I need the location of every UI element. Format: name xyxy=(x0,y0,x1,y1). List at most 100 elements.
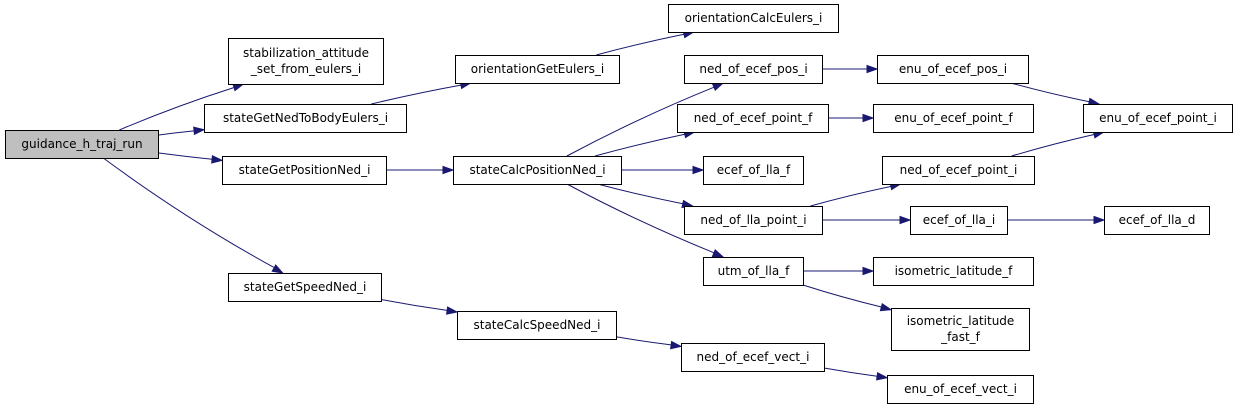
edge-utm-of-lla-f-to-isometric-latitude-f xyxy=(802,266,875,276)
node-label: ned_of_ecef_point_f xyxy=(694,111,813,125)
node-isometric-latitude-fast-f[interactable]: isometric_latitude_fast_f xyxy=(891,308,1030,351)
node-ecef-of-lla-i[interactable]: ecef_of_lla_i xyxy=(910,206,1008,235)
edge-line xyxy=(810,185,892,207)
node-ned-of-lla-point-i[interactable]: ned_of_lla_point_i xyxy=(684,206,823,235)
node-label: ned_of_ecef_vect_i xyxy=(697,350,810,364)
node-box xyxy=(204,104,407,133)
edge-statecalcpositionned-i-to-utm-of-lla-f xyxy=(566,183,725,258)
edge-stategetnedtobodyeulers-i-to-orientationgeteulers-i xyxy=(371,80,473,105)
edge-arrowhead xyxy=(670,340,683,350)
edge-arrowhead xyxy=(876,372,889,381)
node-ned-of-ecef-pos-i[interactable]: ned_of_ecef_pos_i xyxy=(684,55,823,84)
edge-arrowhead xyxy=(711,249,725,258)
node-stabilization-attitude-set-from-eulers-i[interactable]: stabilization_attitude_set_from_eulers_i xyxy=(228,38,384,85)
node-box xyxy=(684,206,823,235)
node-label: stateGetSpeedNed_i xyxy=(244,280,367,294)
node-label: isometric_latitude xyxy=(907,314,1015,328)
node-label: guidance_h_traj_run xyxy=(21,137,142,151)
node-statecalcspeedned-i[interactable]: stateCalcSpeedNed_i xyxy=(457,311,617,340)
node-enu-of-ecef-pos-i[interactable]: enu_of_ecef_pos_i xyxy=(877,55,1029,84)
node-box xyxy=(910,206,1008,235)
node-stategetnedtobodyeulers-i[interactable]: stateGetNedToBodyEulers_i xyxy=(204,104,407,133)
node-enu-of-ecef-vect-i[interactable]: enu_of_ecef_vect_i xyxy=(887,375,1034,404)
node-ned-of-ecef-point-i[interactable]: ned_of_ecef_point_i xyxy=(882,156,1035,185)
edge-line xyxy=(380,299,448,311)
node-box xyxy=(677,104,829,133)
node-box xyxy=(887,375,1034,404)
node-ecef-of-lla-f[interactable]: ecef_of_lla_f xyxy=(703,156,804,185)
node-ned-of-ecef-vect-i[interactable]: ned_of_ecef_vect_i xyxy=(681,343,825,372)
node-box xyxy=(681,343,825,372)
edge-arrowhead xyxy=(899,215,912,225)
edge-arrowhead xyxy=(862,266,875,276)
node-box xyxy=(882,156,1035,185)
node-orientationcalceulers-i[interactable]: orientationCalcEulers_i xyxy=(668,4,839,33)
edge-line xyxy=(597,183,683,205)
node-label: enu_of_ecef_point_f xyxy=(894,111,1013,125)
edge-enu-of-ecef-pos-i-to-enu-of-ecef-point-i xyxy=(1010,82,1101,106)
node-enu-of-ecef-point-i[interactable]: enu_of_ecef_point_i xyxy=(1083,104,1233,133)
node-utm-of-lla-f[interactable]: utm_of_lla_f xyxy=(703,257,804,286)
node-box xyxy=(668,4,839,33)
node-box xyxy=(873,104,1034,133)
node-label: stateCalcSpeedNed_i xyxy=(474,318,601,332)
node-enu-of-ecef-point-f[interactable]: enu_of_ecef_point_f xyxy=(873,104,1034,133)
edge-stategetspeedned-i-to-statecalcspeedned-i xyxy=(380,299,459,315)
edge-line xyxy=(615,336,672,346)
edge-arrowhead xyxy=(193,126,206,136)
edge-line xyxy=(1011,134,1095,157)
edge-guidance-h-traj-run-to-stategetpositionned-i xyxy=(157,152,224,164)
edge-line xyxy=(594,133,685,157)
node-label: _set_from_eulers_i xyxy=(250,62,362,76)
edge-ned-of-ecef-point-i-to-enu-of-ecef-point-i xyxy=(1011,130,1106,157)
edge-statecalcpositionned-i-to-ecef-of-lla-f xyxy=(621,165,705,175)
node-orientationgeteulers-i[interactable]: orientationGetEulers_i xyxy=(455,55,620,84)
edge-arrowhead xyxy=(271,264,284,274)
node-stategetpositionned-i[interactable]: stateGetPositionNed_i xyxy=(222,156,387,185)
edges-layer xyxy=(103,29,1106,381)
node-label: enu_of_ecef_vect_i xyxy=(904,382,1017,396)
edge-line xyxy=(371,84,461,105)
node-stategetspeedned-i[interactable]: stateGetSpeedNed_i xyxy=(228,273,382,302)
node-label: stateCalcPositionNed_i xyxy=(469,163,605,177)
edge-arrowhead xyxy=(446,306,459,315)
edge-line xyxy=(566,86,715,157)
edge-statecalcspeedned-i-to-ned-of-ecef-vect-i xyxy=(615,336,683,350)
node-box xyxy=(1104,206,1210,235)
edge-arrowhead xyxy=(866,64,879,74)
edge-guidance-h-traj-run-to-stategetspeedned-i xyxy=(103,157,284,274)
edge-ned-of-ecef-vect-i-to-enu-of-ecef-vect-i xyxy=(823,367,889,381)
edge-ned-of-lla-point-i-to-ned-of-ecef-point-i xyxy=(810,182,903,207)
edge-guidance-h-traj-run-to-stategetnedtobodyeulers-i xyxy=(157,126,206,136)
node-label: ecef_of_lla_d xyxy=(1119,213,1196,227)
node-box xyxy=(684,55,823,84)
edge-arrowhead xyxy=(711,82,725,91)
edge-statecalcpositionned-i-to-ned-of-ecef-pos-i xyxy=(566,82,725,157)
edge-arrowhead xyxy=(879,302,893,312)
edge-line xyxy=(119,87,235,131)
node-box xyxy=(1083,104,1233,133)
node-label: ned_of_ecef_point_i xyxy=(900,163,1018,177)
edge-line xyxy=(823,367,878,377)
node-label: ecef_of_lla_i xyxy=(923,213,996,227)
node-box xyxy=(873,257,1034,286)
node-label: ned_of_lla_point_i xyxy=(700,213,806,227)
node-isometric-latitude-f[interactable]: isometric_latitude_f xyxy=(873,257,1034,286)
node-box xyxy=(455,55,620,84)
edge-arrowhead xyxy=(1093,215,1106,225)
edge-arrowhead xyxy=(862,113,875,123)
nodes-layer: guidance_h_traj_run stabilization_attitud… xyxy=(5,4,1233,404)
edge-line xyxy=(596,33,685,56)
node-ecef-of-lla-d[interactable]: ecef_of_lla_d xyxy=(1104,206,1210,235)
node-guidance-h-traj-run[interactable]: guidance_h_traj_run xyxy=(5,130,159,159)
edge-arrowhead xyxy=(211,155,224,164)
node-label: stateGetPositionNed_i xyxy=(239,163,371,177)
node-statecalcpositionned-i[interactable]: stateCalcPositionNed_i xyxy=(453,156,622,185)
node-box xyxy=(703,257,804,286)
edge-ecef-of-lla-i-to-ecef-of-lla-d xyxy=(1007,215,1106,225)
edge-line xyxy=(157,130,195,136)
edge-ned-of-lla-point-i-to-ecef-of-lla-i xyxy=(822,215,912,225)
node-ned-of-ecef-point-f[interactable]: ned_of_ecef_point_f xyxy=(677,104,829,133)
edge-line xyxy=(566,183,715,254)
